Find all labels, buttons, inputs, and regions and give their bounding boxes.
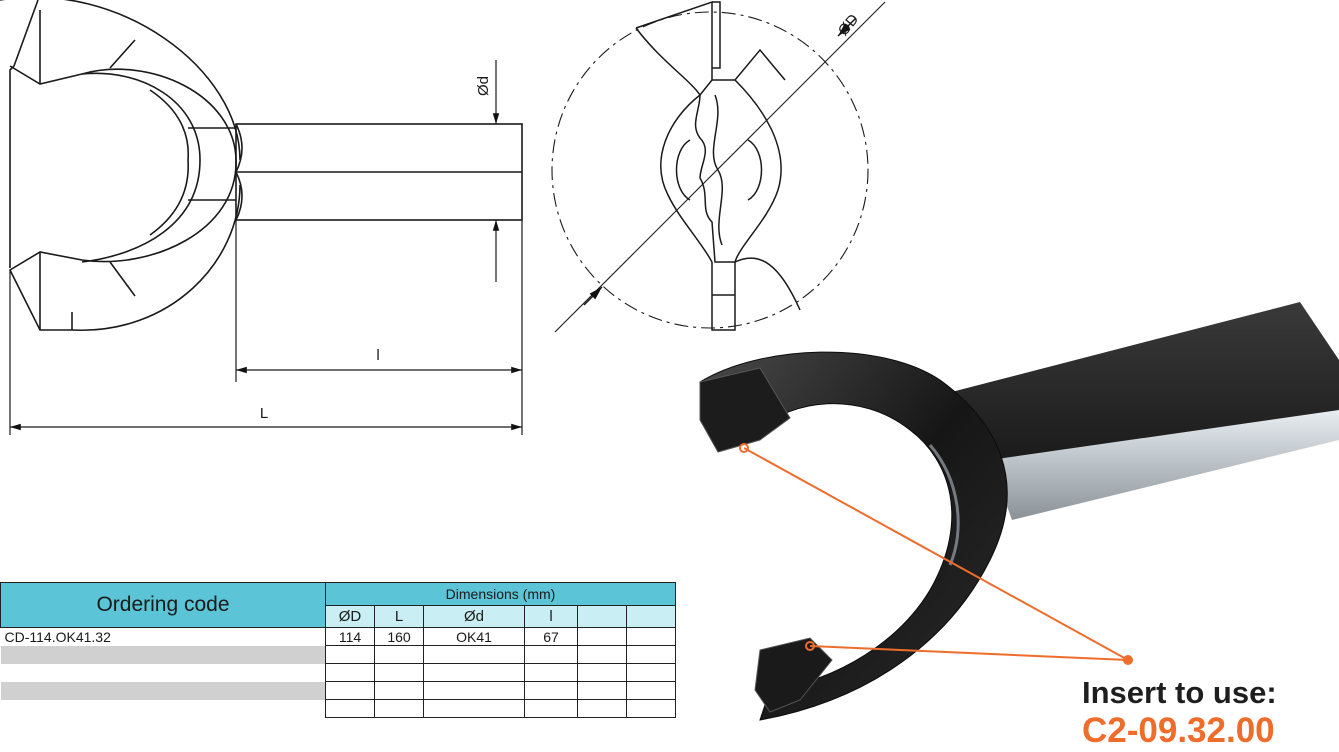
table-row [0, 699, 676, 718]
value-cell [423, 681, 525, 700]
value-cell: 114 [325, 627, 375, 646]
value-cell [325, 645, 375, 664]
ordering-code-cell: CD-114.OK41.32 [0, 627, 326, 646]
ordering-code-header: Ordering code [0, 582, 326, 628]
dimension-lines [9, 60, 523, 435]
value-cell [577, 645, 627, 664]
value-cell [374, 681, 424, 700]
value-cell [626, 645, 676, 664]
value-cell [626, 663, 676, 682]
insert-callout: Insert to use: C2-09.32.00 [1082, 675, 1277, 751]
value-cell [423, 645, 525, 664]
dim-label-small-d: Ød [475, 76, 492, 96]
value-cell [423, 663, 525, 682]
value-cell: OK41 [423, 627, 525, 646]
spec-table: Ordering code Dimensions (mm) ØD L Ød l … [0, 582, 676, 718]
leader-line-bottom [809, 645, 1129, 661]
value-cell [524, 681, 578, 700]
col-header-l: l [524, 604, 578, 628]
insert-code: C2-09.32.00 [1082, 711, 1275, 750]
value-cell [626, 699, 676, 718]
table-row: CD-114.OK41.32 114 160 OK41 67 [0, 627, 676, 646]
insert-pointer-dot-top [739, 443, 749, 453]
value-cell [325, 663, 375, 682]
table-row [0, 663, 676, 682]
ordering-code-cell [0, 645, 326, 664]
value-cell [577, 681, 627, 700]
value-cell [626, 627, 676, 646]
value-cell [524, 663, 578, 682]
table-row [0, 645, 676, 664]
ordering-code-cell [0, 699, 326, 718]
value-cell [626, 681, 676, 700]
value-cell [524, 645, 578, 664]
value-cell [325, 681, 375, 700]
ordering-code-cell [0, 663, 326, 682]
value-cell [374, 645, 424, 664]
insert-label: Insert to use: [1082, 675, 1277, 710]
leader-line-top [743, 447, 1129, 661]
value-cell: 67 [524, 627, 578, 646]
leader-junction-dot [1123, 655, 1133, 665]
tool-end-view [551, 0, 886, 333]
col-header-empty-1 [577, 604, 627, 628]
dim-label-long-L: L [260, 405, 268, 422]
value-cell [374, 663, 424, 682]
value-cell [577, 627, 627, 646]
col-header-big-D: ØD [325, 604, 375, 628]
tool-3d-render [699, 302, 1339, 721]
table-row [0, 681, 676, 700]
value-cell: 160 [374, 627, 424, 646]
dimensions-header: Dimensions (mm) [325, 582, 676, 606]
col-header-empty-2 [626, 604, 676, 628]
value-cell [374, 699, 424, 718]
ordering-code-cell [0, 681, 326, 700]
col-header-small-d: Ød [423, 604, 525, 628]
dim-label-short-l: l [376, 347, 379, 364]
value-cell [577, 663, 627, 682]
value-cell [577, 699, 627, 718]
col-header-L: L [374, 604, 424, 628]
tool-front-view [0, 0, 523, 331]
value-cell [325, 699, 375, 718]
value-cell [524, 699, 578, 718]
value-cell [423, 699, 525, 718]
